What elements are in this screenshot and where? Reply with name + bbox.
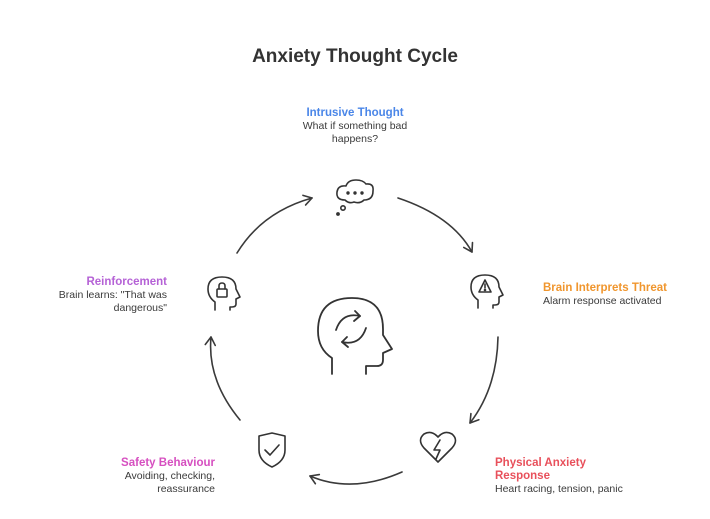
- node-threat-title: Brain Interprets Threat: [543, 282, 667, 294]
- node-physical-desc: Heart racing, tension, panic: [495, 483, 623, 495]
- broken-heart-lightning-icon: [419, 431, 457, 463]
- node-reinforcement: Reinforcement Brain learns: "That was da…: [47, 276, 167, 314]
- node-reinforcement-desc: Brain learns: "That was dangerous": [58, 289, 167, 314]
- node-physical-title: Physical Anxiety Response: [495, 457, 586, 482]
- arrow-reinforcement-to-intrusive: [236, 194, 313, 254]
- arrow-safety-to-reinforcement: [204, 336, 241, 421]
- arrow-physical-to-safety: [309, 471, 403, 485]
- arrow-threat-to-physical: [469, 336, 499, 424]
- node-physical-anxiety-response: Physical Anxiety Response Heart racing, …: [495, 457, 623, 496]
- node-safety-title: Safety Behaviour: [121, 457, 215, 469]
- arrow-intrusive-to-threat: [397, 197, 474, 253]
- head-lock-icon: [207, 276, 241, 311]
- shield-check-icon: [258, 432, 286, 468]
- head-cycle-icon: [317, 297, 393, 375]
- node-intrusive-title: Intrusive Thought: [306, 107, 404, 119]
- node-brain-interprets-threat: Brain Interprets Threat Alarm response a…: [543, 282, 703, 308]
- head-warning-icon: [470, 274, 504, 309]
- node-safety-desc: Avoiding, checking, reassurance: [124, 470, 215, 495]
- node-threat-desc: Alarm response activated: [543, 295, 662, 307]
- node-safety-behaviour: Safety Behaviour Avoiding, checking, rea…: [95, 457, 215, 495]
- node-intrusive-thought: Intrusive Thought What if something bad …: [280, 107, 430, 145]
- node-reinforcement-title: Reinforcement: [86, 276, 167, 288]
- diagram-title: Anxiety Thought Cycle: [252, 46, 458, 67]
- thought-bubble-icon: [336, 179, 374, 216]
- node-intrusive-desc: What if something bad happens?: [302, 120, 408, 145]
